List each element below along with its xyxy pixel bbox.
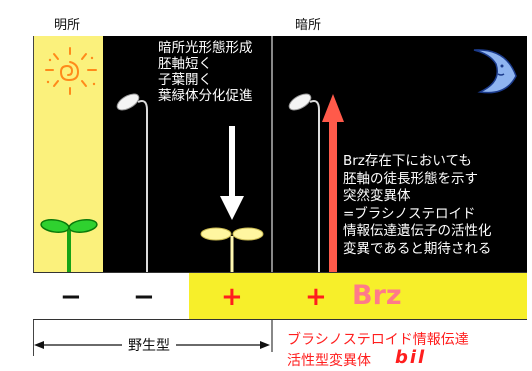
- dark-photomorphogenesis-text: 暗所光形態形成 胚軸短く 子葉開く 葉緑体分化促進: [158, 40, 253, 104]
- down-arrow-icon: [220, 126, 244, 220]
- mutant-name-line2: 活性型変異体: [287, 353, 371, 369]
- up-arrow-icon: [322, 94, 344, 272]
- light-wildtype-sign: −: [60, 282, 82, 312]
- seedling-icon: [200, 227, 264, 274]
- mutant-name-line1: ブラシノステロイド情報伝達: [287, 332, 469, 348]
- dark-panel: [103, 36, 527, 272]
- row-divider: [33, 319, 527, 320]
- seedling-icon: [40, 218, 98, 274]
- dark-condition-label: 暗所: [295, 18, 322, 33]
- brz-mutant-sign: +: [305, 282, 327, 312]
- mutant-symbol: bil: [395, 347, 427, 368]
- mutant-description-text: Brz存在下においても 胚軸の徒長形態を示す 突然変異体 =ブラシノステロイド …: [343, 153, 492, 257]
- light-condition-label: 明所: [54, 18, 81, 33]
- wild-type-phenotype-cell: [33, 272, 189, 319]
- wild-type-label: 野生型: [122, 335, 176, 355]
- moon-icon: [473, 49, 517, 94]
- dark-wildtype-sign: −: [133, 282, 155, 312]
- left-frame-line: [33, 36, 34, 356]
- row-divider: [33, 272, 527, 273]
- sun-icon: [45, 47, 97, 95]
- etiolated-seedling-icon: [288, 93, 320, 274]
- etiolated-seedling-icon: [116, 93, 148, 274]
- mutant-sign: +: [221, 282, 243, 312]
- brz-label: Brz: [352, 280, 402, 311]
- mutant-phenotype-cell: [189, 272, 527, 319]
- separator-line: [271, 36, 273, 352]
